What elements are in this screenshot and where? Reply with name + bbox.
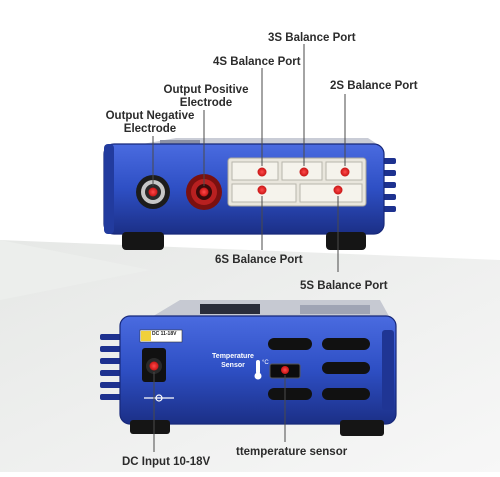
label-dc-input: DC Input 10-18V [122, 456, 211, 468]
label-output-positive-line1: Output Positive [163, 84, 249, 96]
label-output-negative-line1: Output Negative [105, 110, 195, 122]
label-temperature-sensor: ttemperature sensor [236, 446, 348, 458]
label-2s-balance-port: 2S Balance Port [330, 80, 418, 92]
label-output-negative-line2: Electrode [123, 123, 177, 135]
dc-badge-text: DC 11-18V [152, 331, 177, 337]
label-3s-balance-port: 3S Balance Port [268, 32, 356, 44]
bottom-charger [100, 300, 397, 436]
red-markers [148, 167, 350, 374]
label-output-negative: Output Negative Electrode [94, 110, 206, 136]
temp-sensor-print-line1: Temperature [212, 353, 254, 360]
label-6s-balance-port: 6S Balance Port [215, 254, 303, 266]
label-output-positive: Output Positive Electrode [160, 84, 252, 110]
temp-sensor-print-line2: Sensor [221, 362, 245, 369]
label-4s-balance-port: 4S Balance Port [213, 56, 301, 68]
temp-unit-print: °C [262, 360, 269, 366]
label-output-positive-line2: Electrode [179, 97, 233, 109]
leader-lines [152, 44, 346, 452]
label-5s-balance-port: 5S Balance Port [300, 280, 388, 292]
top-charger [103, 138, 396, 250]
temp-sensor-print: Temperature Sensor [210, 352, 256, 370]
